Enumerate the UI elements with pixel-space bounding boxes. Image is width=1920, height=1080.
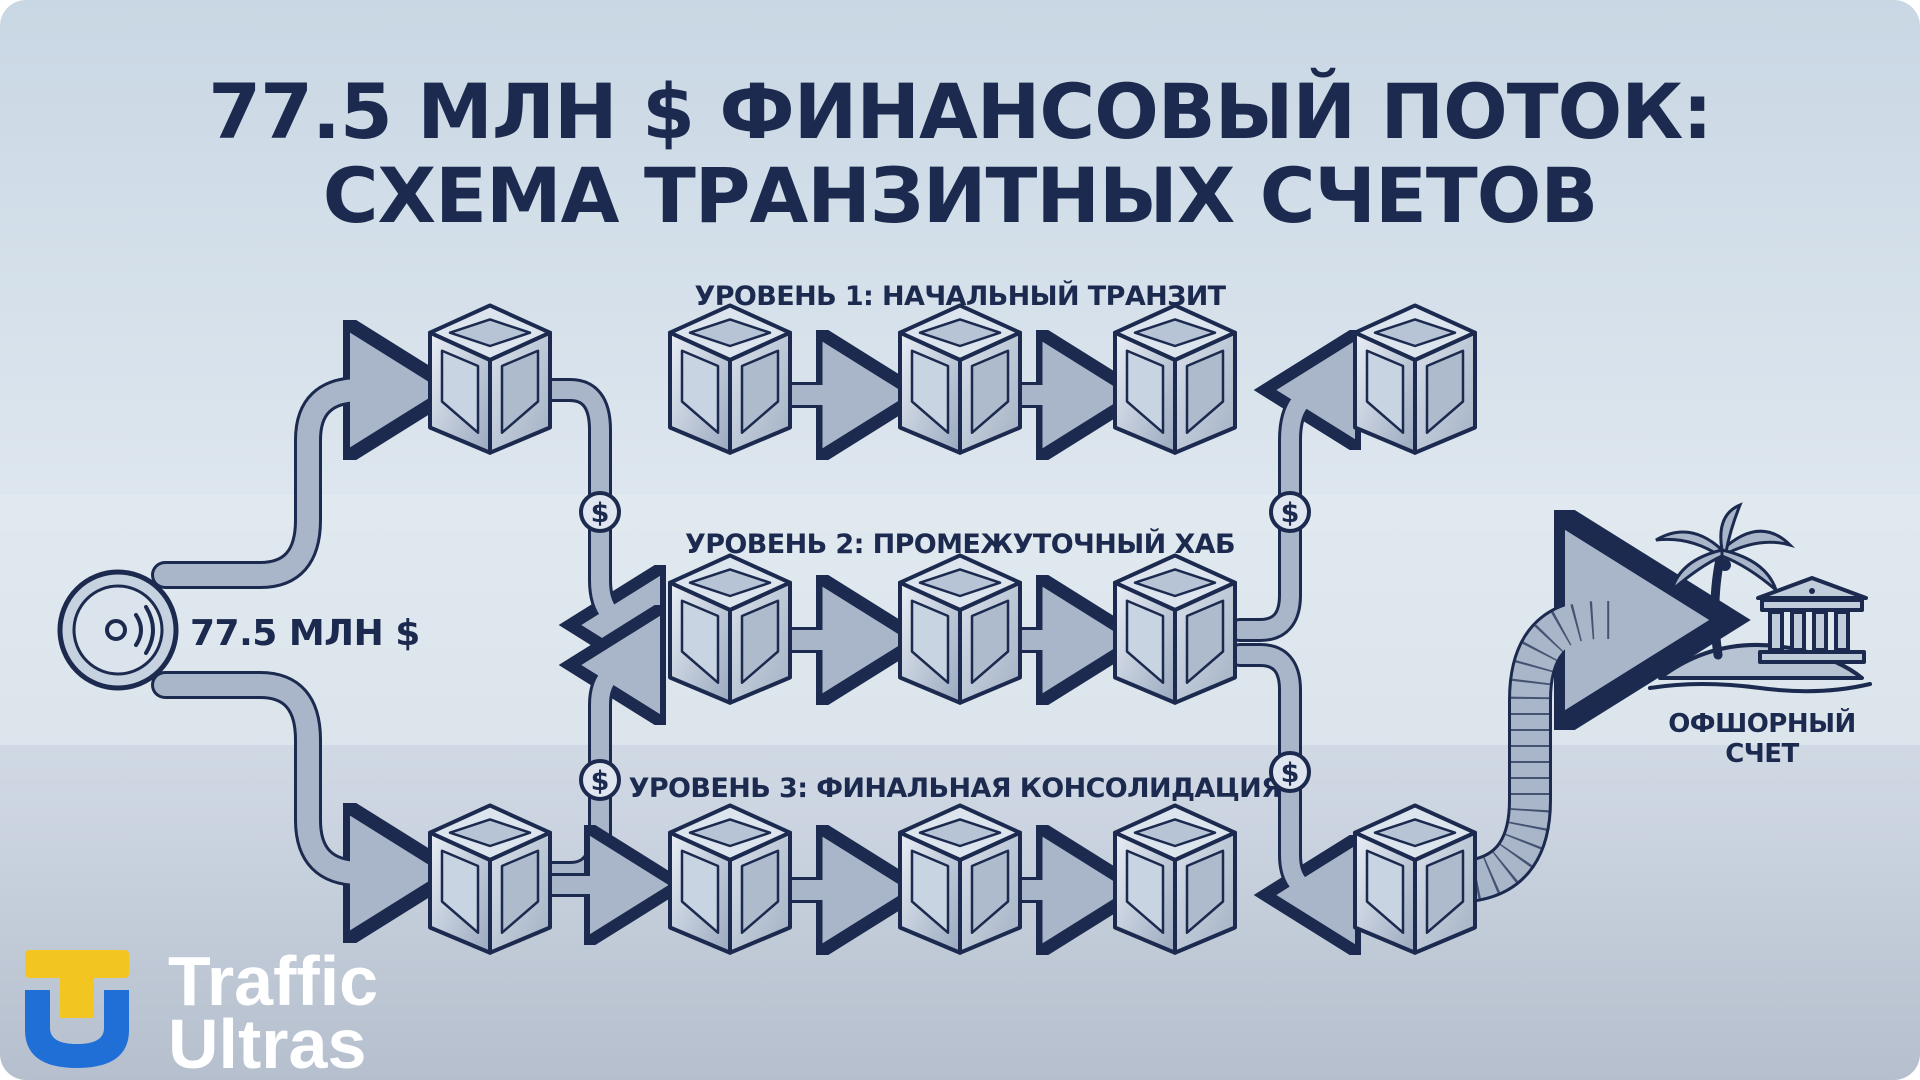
- dollar-icon: $: [591, 766, 610, 797]
- cube-l3-c: [1113, 803, 1237, 955]
- coin-l1-left: $: [579, 491, 621, 533]
- cube-l3-a: [668, 803, 792, 955]
- cube-l3-exit: [1353, 803, 1477, 955]
- account-cubes: [428, 303, 1477, 955]
- cube-l3-b: [898, 803, 1022, 955]
- arrow-source-to-l1: [151, 390, 385, 589]
- brand-mark-icon: [25, 950, 129, 1068]
- level-3-label: УРОВЕНЬ 3: ФИНАЛЬНАЯ КОНСОЛИДАЦИЯ: [629, 773, 1282, 804]
- dollar-icon: $: [1281, 498, 1300, 529]
- destination-line-2: СЧЕТ: [1725, 739, 1799, 769]
- bank-icon: [1756, 576, 1868, 664]
- cube-l3-entry: [428, 803, 552, 955]
- arrow-to-offshore: [1453, 620, 1620, 902]
- title-line-1: 77.5 МЛН $ ФИНАНСОВЫЙ ПОТОК:: [208, 67, 1711, 156]
- source-node: 77.5 МЛН $: [57, 569, 420, 691]
- cube-l2-hub-out: [1113, 553, 1237, 705]
- dollar-icon: $: [591, 498, 610, 529]
- cube-l2-hub-in: [668, 553, 792, 705]
- cube-l1-exit: [1353, 303, 1477, 455]
- cube-l1-b: [898, 303, 1022, 455]
- source-amount: 77.5 МЛН $: [190, 613, 420, 654]
- arrow-l3-to-hub: [540, 665, 640, 885]
- cube-l1-c: [1113, 303, 1237, 455]
- traffic-ultras-logo: Traffic Ultras: [25, 942, 378, 1080]
- arrow-hub-to-l1-end: [1228, 390, 1330, 642]
- flow-arrows: [151, 390, 1620, 902]
- brand-line-1: Traffic: [168, 942, 378, 1020]
- arrow-source-to-l3: [151, 671, 385, 873]
- coin-l3-right: $: [1269, 751, 1311, 793]
- cube-l1-entry: [428, 303, 552, 455]
- offshore-destination: ОФШОРНЫЙ СЧЕТ: [1648, 502, 1872, 769]
- coin-l3-left: $: [579, 759, 621, 801]
- cube-l2-a: [898, 553, 1022, 705]
- arrow-hub-to-l3-end: [1228, 643, 1330, 895]
- title-line-2: СХЕМА ТРАНЗИТНЫХ СЧЕТОВ: [323, 151, 1598, 240]
- cube-l1-a: [668, 303, 792, 455]
- coin-l1-right: $: [1269, 491, 1311, 533]
- signal-icon: [105, 605, 155, 655]
- destination-line-1: ОФШОРНЫЙ: [1668, 707, 1856, 739]
- brand-line-2: Ultras: [168, 1005, 366, 1080]
- dollar-icon: $: [1281, 758, 1300, 789]
- dollar-coins: $ $ $ $: [579, 491, 1311, 801]
